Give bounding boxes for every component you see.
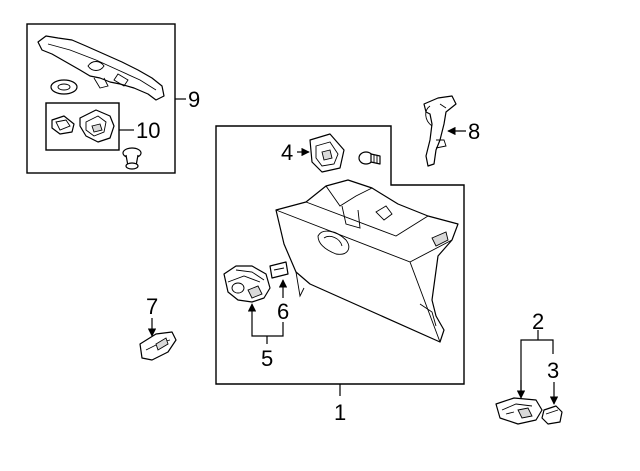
callout-8: 8 bbox=[468, 119, 480, 144]
group-box-10 bbox=[45, 102, 134, 151]
frame-1 bbox=[215, 125, 465, 385]
callout-1: 1 bbox=[334, 400, 346, 425]
group-box-9 bbox=[26, 23, 186, 174]
part-bolt bbox=[358, 151, 381, 165]
part-pin bbox=[122, 147, 142, 170]
callout-2: 2 bbox=[532, 309, 544, 334]
callout-7: 7 bbox=[146, 294, 158, 319]
part-1-glove-box bbox=[275, 179, 459, 343]
group-box-1 bbox=[215, 125, 465, 396]
part-3-bumper bbox=[541, 405, 563, 425]
part-10-clips bbox=[51, 109, 115, 143]
callout-9: 9 bbox=[188, 87, 200, 112]
callout-3: 3 bbox=[547, 358, 559, 383]
leaders-5-6 bbox=[247, 279, 288, 344]
callout-5: 5 bbox=[261, 346, 273, 371]
frame-10 bbox=[45, 102, 120, 151]
leaders-2-3 bbox=[516, 330, 559, 405]
part-7-clip bbox=[139, 318, 177, 361]
part-8-damper bbox=[423, 95, 466, 167]
part-9-bracket bbox=[37, 35, 165, 101]
part-6-clip bbox=[269, 261, 289, 279]
callout-6: 6 bbox=[277, 299, 289, 324]
part-2-hinge bbox=[495, 397, 543, 425]
part-4-bracket bbox=[297, 133, 345, 173]
part-5-latch bbox=[223, 265, 271, 303]
callout-4: 4 bbox=[281, 140, 293, 165]
callout-10: 10 bbox=[136, 118, 160, 143]
